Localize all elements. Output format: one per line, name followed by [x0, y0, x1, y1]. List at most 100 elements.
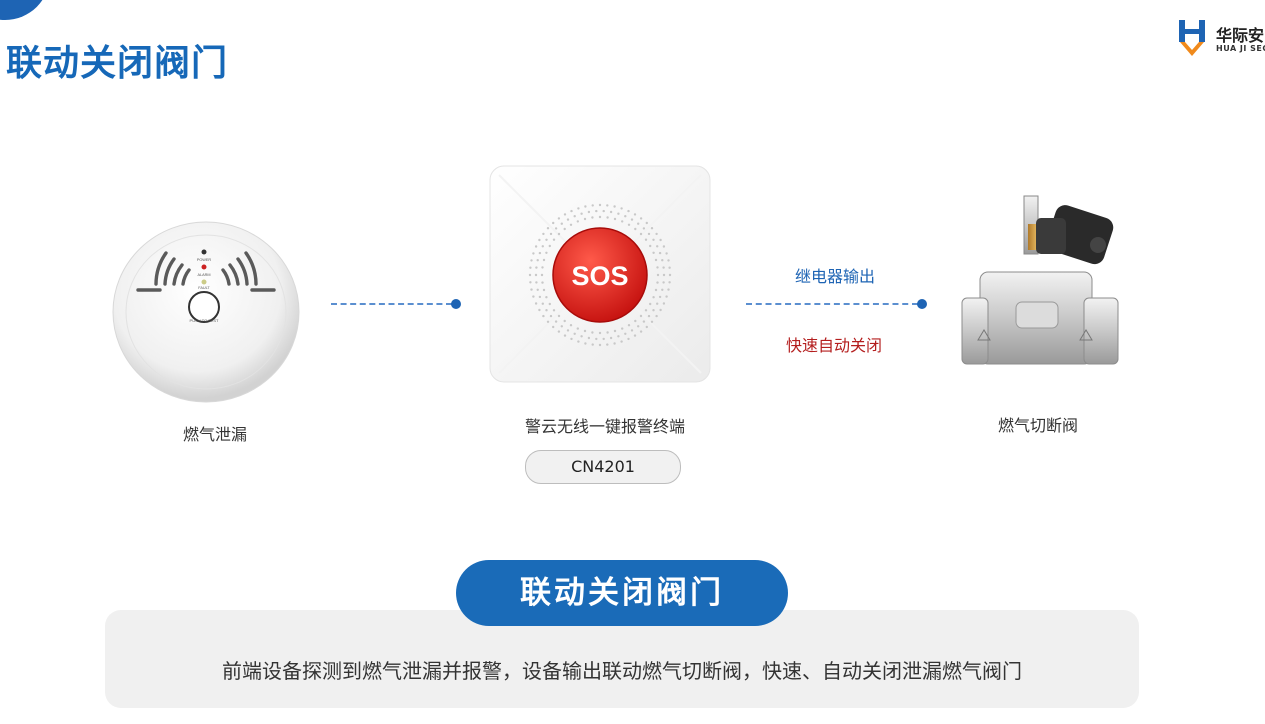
speaker-hole: [583, 217, 587, 221]
speaker-hole: [560, 325, 563, 328]
logo-english-text: HUA JI SECURITY: [1216, 44, 1265, 53]
speaker-hole: [577, 207, 580, 210]
speaker-hole: [662, 273, 666, 277]
speaker-hole: [549, 314, 553, 318]
speaker-hole: [659, 308, 662, 312]
speaker-hole: [655, 232, 658, 236]
speaker-hole: [580, 335, 583, 338]
speaker-hole: [668, 281, 671, 284]
speaker-hole: [534, 302, 538, 305]
connector-line-right: [746, 303, 918, 305]
speaker-hole: [536, 259, 539, 262]
speaker-hole: [602, 209, 605, 213]
speaker-hole: [587, 336, 591, 340]
svg-text:POWER: POWER: [197, 258, 212, 262]
speaker-hole: [630, 329, 634, 332]
speaker-hole: [606, 331, 609, 334]
speaker-hole: [637, 325, 640, 328]
speaker-hole: [659, 238, 662, 242]
speaker-hole: [542, 288, 546, 292]
speaker-hole: [577, 340, 580, 343]
speaker-hole: [627, 337, 630, 341]
speaker-hole: [602, 337, 605, 341]
speaker-hole: [617, 212, 620, 215]
speaker-hole: [613, 329, 617, 333]
speaker-hole: [591, 331, 594, 334]
speaker-hole: [630, 218, 634, 221]
speaker-hole: [563, 319, 566, 323]
speaker-hole: [554, 227, 558, 230]
speaker-hole: [595, 337, 598, 341]
speaker-hole: [647, 314, 651, 318]
speaker-hole: [569, 223, 573, 226]
speaker-hole: [637, 222, 640, 225]
summary-description: 前端设备探测到燃气泄漏并报警，设备输出联动燃气切断阀，快速、自动关闭泄漏燃气阀门: [222, 659, 1022, 683]
speaker-hole: [530, 288, 533, 291]
speaker-hole: [532, 295, 535, 298]
speaker-hole: [656, 245, 659, 248]
speaker-hole: [654, 258, 658, 262]
speaker-hole: [642, 320, 646, 323]
speaker-hole: [667, 259, 670, 262]
gas-detector-label: 燃气泄漏: [182, 425, 247, 444]
model-badge: CN4201: [525, 450, 681, 484]
speaker-hole: [538, 308, 541, 312]
speaker-hole: [598, 203, 602, 207]
speaker-hole: [620, 340, 623, 343]
speaker-hole: [621, 327, 624, 330]
speaker-hole: [606, 343, 609, 346]
speaker-hole: [617, 335, 620, 338]
speaker-hole: [627, 223, 631, 226]
speaker-hole: [634, 227, 637, 231]
relay-output-label: 继电器输出: [795, 267, 876, 286]
speaker-hole: [545, 238, 548, 241]
speaker-hole: [536, 288, 539, 291]
speaker-hole: [542, 232, 545, 236]
speaker-hole: [647, 232, 651, 236]
connector-dot-left: [451, 299, 461, 309]
speaker-hole: [606, 216, 609, 219]
speaker-hole: [650, 227, 654, 230]
speaker-hole: [639, 217, 643, 220]
gas-detector-image: POWER ALARM FAULT PUSH TO TEST: [108, 216, 304, 406]
speaker-hole: [639, 314, 643, 318]
speaker-hole: [656, 302, 659, 305]
speaker-hole: [624, 215, 627, 218]
speaker-hole: [652, 296, 655, 299]
speaker-hole: [591, 204, 594, 207]
page-title: 联动关闭阀门: [6, 43, 229, 84]
speaker-hole: [542, 258, 546, 262]
speaker-hole: [541, 281, 544, 284]
speaker-hole: [538, 295, 542, 299]
speaker-hole: [545, 309, 548, 312]
speaker-hole: [662, 281, 665, 284]
speaker-hole: [576, 327, 579, 330]
speaker-hole: [591, 216, 594, 219]
speaker-hole: [652, 238, 655, 241]
speaker-hole: [598, 343, 602, 347]
speaker-hole: [546, 320, 550, 323]
speaker-hole: [642, 227, 646, 230]
speaker-hole: [649, 244, 652, 248]
speaker-hole: [633, 334, 637, 337]
speaker-hole: [542, 314, 545, 318]
speaker-hole: [662, 245, 666, 248]
speaker-hole: [552, 325, 555, 329]
speaker-hole: [634, 319, 637, 323]
sos-terminal-label: 警云无线一键报警终端: [524, 417, 685, 436]
speaker-hole: [538, 251, 542, 255]
speaker-hole: [534, 245, 538, 248]
svg-text:SOS: SOS: [571, 261, 628, 291]
speaker-hole: [557, 314, 561, 318]
speaker-hole: [532, 252, 535, 255]
speaker-hole: [528, 273, 532, 277]
speaker-hole: [548, 244, 551, 248]
speaker-hole: [566, 218, 570, 221]
speaker-hole: [552, 221, 555, 225]
speaker-hole: [656, 281, 659, 284]
speaker-hole: [538, 238, 541, 242]
shield-logo-icon: [1179, 20, 1205, 56]
speaker-hole: [652, 309, 655, 312]
speaker-hole: [645, 325, 648, 329]
speaker-hole: [644, 238, 648, 241]
